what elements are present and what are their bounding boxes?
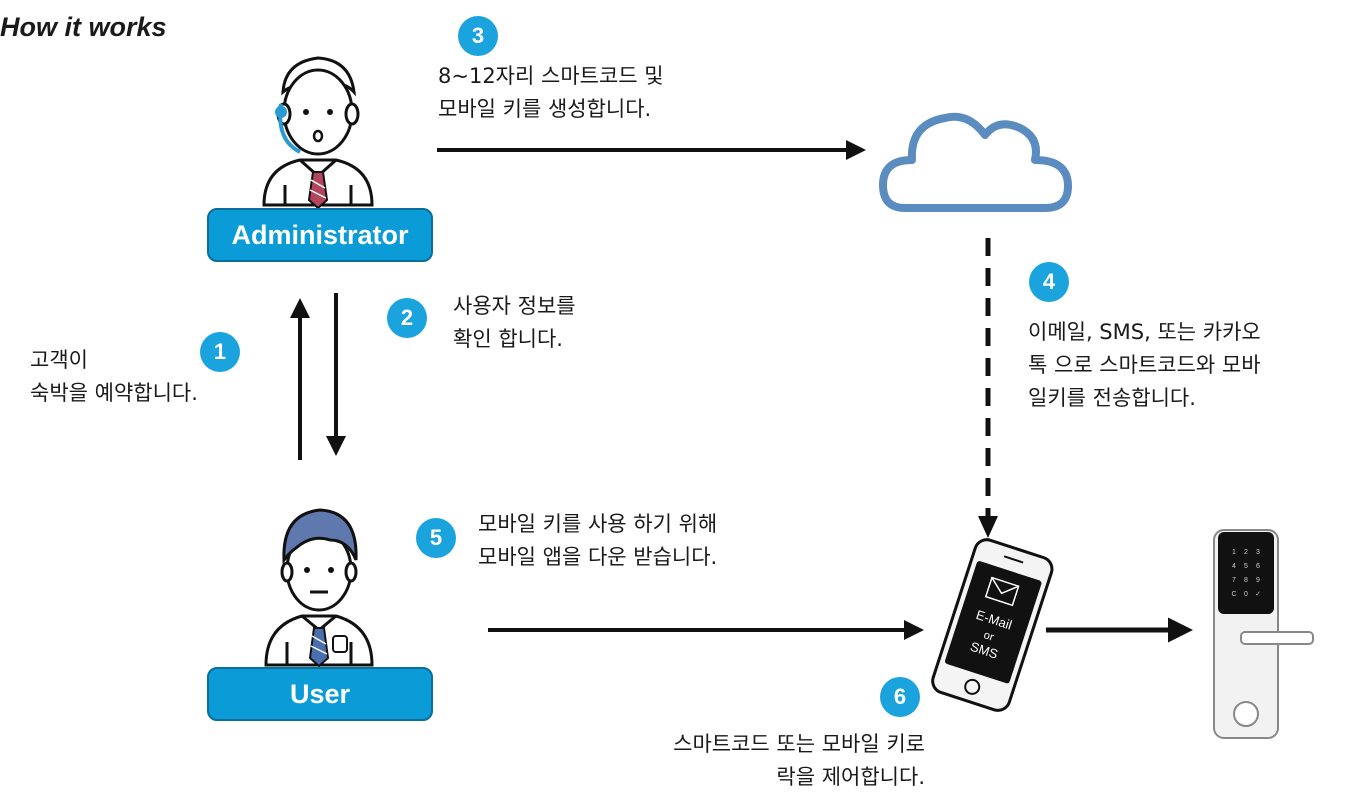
keypad-key: 4	[1232, 563, 1236, 570]
user-figure	[264, 508, 374, 668]
step-6-badge: 6	[880, 677, 920, 717]
step-5-line-2: 모바일 앱을 다운 받습니다.	[478, 545, 718, 569]
step-4-line-2: 톡 으로 스마트코드와 모바	[1028, 353, 1261, 377]
phone-text-2: or	[982, 629, 995, 644]
step-1-line-1: 고객이	[30, 348, 88, 372]
user-label-box: User	[207, 667, 433, 721]
step-1-description: 고객이 숙박을 예약합니다.	[30, 344, 198, 410]
keypad-key: 7	[1232, 577, 1236, 584]
step-4-line-3: 일키를 전송합니다.	[1028, 386, 1196, 410]
step-3-description: 8~12자리 스마트코드 및 모바일 키를 생성합니다.	[438, 60, 664, 126]
step-2-line-1: 사용자 정보를	[453, 294, 576, 318]
keypad-key: C	[1231, 591, 1236, 598]
door-lock-icon: 1 2 3 4 5 6 7 8 9C 0 ✓	[1213, 529, 1314, 739]
keypad-key: ✓	[1255, 591, 1261, 598]
keypad-key: 9	[1256, 577, 1260, 584]
step-5-line-1: 모바일 키를 사용 하기 위해	[478, 512, 718, 536]
smartphone-icon: E-Mail or SMS	[931, 538, 1054, 712]
step-4-badge: 4	[1029, 262, 1069, 302]
keypad-key: 0	[1244, 591, 1248, 598]
keypad-key: 1	[1232, 549, 1236, 556]
step-2-line-2: 확인 합니다.	[453, 327, 563, 351]
step-6-line-1: 스마트코드 또는 모바일 키로	[673, 732, 925, 756]
step-3-line-2: 모바일 키를 생성합니다.	[438, 97, 652, 121]
step-1-badge: 1	[200, 332, 240, 372]
step-4-description: 이메일, SMS, 또는 카카오 톡 으로 스마트코드와 모바 일키를 전송합니…	[1028, 316, 1261, 415]
keypad-key: 6	[1256, 563, 1260, 570]
step-4-line-1: 이메일, SMS, 또는 카카오	[1028, 320, 1261, 344]
page-title: How it works	[0, 12, 167, 42]
step-2-badge: 2	[387, 298, 427, 338]
keypad-key: 5	[1244, 563, 1248, 570]
step-3-badge: 3	[458, 16, 498, 56]
keypad-key: 8	[1244, 577, 1248, 584]
administrator-figure	[262, 56, 374, 210]
step-6-description: 스마트코드 또는 모바일 키로 락을 제어합니다.	[673, 728, 925, 794]
step-5-badge: 5	[416, 518, 456, 558]
step-6-line-2: 락을 제어합니다.	[776, 765, 925, 789]
step-1-line-2: 숙박을 예약합니다.	[30, 381, 198, 405]
keypad-key: 2	[1244, 549, 1248, 556]
administrator-label-box: Administrator	[207, 208, 433, 262]
keypad-key: 3	[1256, 549, 1260, 556]
step-3-line-1: 8~12자리 스마트코드 및	[438, 64, 664, 88]
step-5-description: 모바일 키를 사용 하기 위해 모바일 앱을 다운 받습니다.	[478, 508, 717, 574]
cloud-icon	[879, 112, 1072, 212]
step-2-description: 사용자 정보를 확인 합니다.	[453, 290, 576, 356]
